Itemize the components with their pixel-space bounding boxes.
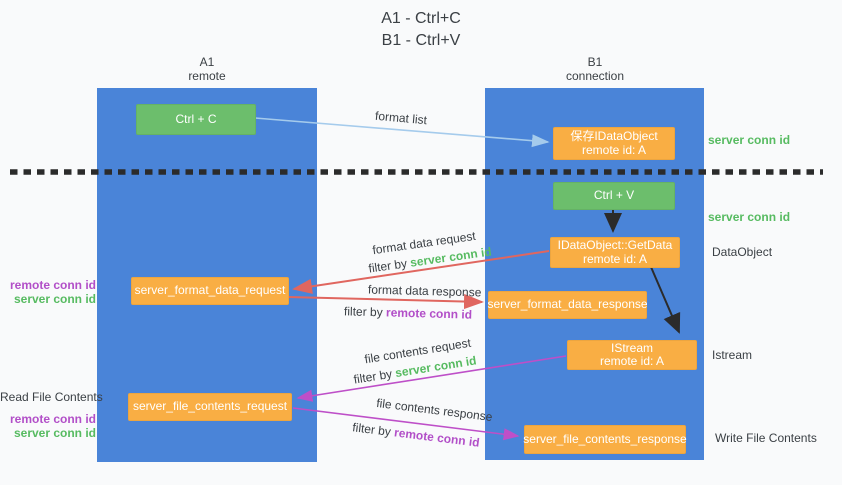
- remote-conn-id-text: remote conn id: [393, 425, 481, 450]
- right-column-subtitle: connection: [565, 69, 625, 83]
- istream-annotation: Istream: [712, 348, 753, 362]
- title-line-1: A1 - Ctrl+C: [381, 10, 461, 27]
- format-list-label: format list: [374, 108, 428, 128]
- save-dataobject-node: 保存IDataObject remote id: A: [553, 127, 675, 160]
- save-dataobject-remote-id: remote id: A: [581, 142, 647, 157]
- getdata-remote-id: remote id: A: [582, 251, 648, 266]
- server-file-contents-request-node: server_file_contents_request: [128, 393, 292, 421]
- remote-conn-id-annotation-bottom: remote conn id: [9, 412, 96, 426]
- remote-conn-id-annotation-top: remote conn id: [9, 278, 96, 292]
- left-column-header: A1 remote: [147, 55, 267, 83]
- server-conn-id-annotation-top: server conn id: [708, 133, 791, 147]
- read-file-contents-annotation: Read File Contents: [0, 390, 103, 404]
- server-conn-id-annotation-left-top: server conn id: [13, 292, 96, 306]
- server-format-data-request-node: server_format_data_request: [131, 277, 289, 305]
- server-file-contents-request-label: server_file_contents_request: [132, 399, 288, 414]
- server-file-contents-response-node: server_file_contents_response: [523, 425, 687, 454]
- format-data-response-filter-label: filter by remote conn id: [344, 304, 472, 321]
- ctrl-v-node: Ctrl + V: [553, 182, 675, 210]
- server-format-data-response-label: server_format_data_response: [487, 297, 648, 312]
- istream-remote-id: remote id: A: [599, 354, 665, 368]
- istream-label: IStream: [610, 340, 653, 355]
- file-contents-response-label: file contents response: [375, 395, 494, 425]
- ctrl-c-node: Ctrl + C: [136, 104, 256, 135]
- getdata-label: IDataObject::GetData: [557, 238, 673, 252]
- right-column-header: B1 connection: [535, 55, 655, 83]
- write-file-contents-annotation: Write File Contents: [715, 431, 817, 445]
- server-conn-id-annotation-left-bottom: server conn id: [13, 426, 96, 440]
- format-data-response-label: format data response: [367, 282, 482, 300]
- ctrl-v-label: Ctrl + V: [593, 188, 635, 203]
- server-format-data-request-label: server_format_data_request: [134, 283, 286, 298]
- filter-by-text: filter by: [352, 366, 397, 387]
- diagram-title: A1 - Ctrl+C B1 - Ctrl+V: [0, 8, 842, 52]
- left-column-title: A1: [199, 55, 215, 69]
- filter-by-text: filter by: [351, 420, 396, 440]
- ctrl-c-label: Ctrl + C: [175, 111, 217, 126]
- server-conn-id-annotation-mid: server conn id: [708, 210, 791, 224]
- filter-by-text: filter by: [367, 255, 412, 276]
- right-column-title: B1: [587, 55, 603, 69]
- remote-conn-id-text: remote conn id: [385, 305, 473, 322]
- dataobject-annotation: DataObject: [712, 245, 773, 259]
- left-column-subtitle: remote: [188, 69, 226, 83]
- server-format-data-response-node: server_format_data_response: [487, 291, 648, 319]
- server-file-contents-response-label: server_file_contents_response: [523, 431, 687, 446]
- title-line-2: B1 - Ctrl+V: [381, 32, 461, 49]
- file-contents-response-filter-label: filter by remote conn id: [352, 420, 481, 449]
- save-dataobject-label: 保存IDataObject: [570, 129, 658, 143]
- getdata-node: IDataObject::GetData remote id: A: [550, 237, 680, 268]
- istream-node: IStream remote id: A: [567, 340, 697, 370]
- filter-by-text: filter by: [343, 304, 387, 320]
